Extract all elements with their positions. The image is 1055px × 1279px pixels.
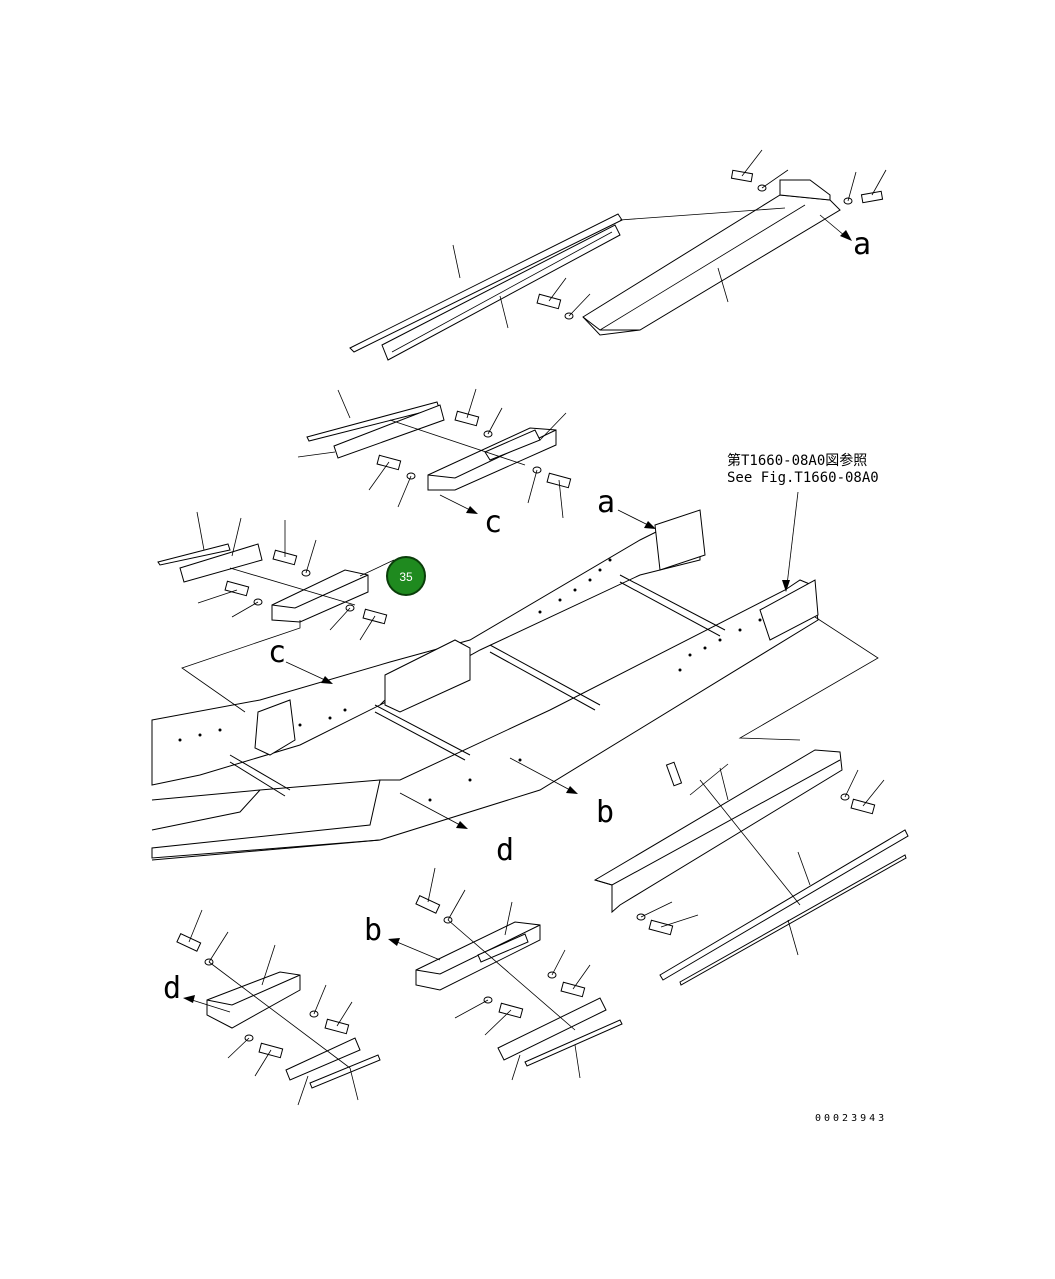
bolt-icon — [665, 761, 683, 787]
bolt-icon — [415, 895, 453, 924]
bolt-icon — [272, 549, 311, 577]
view-label-a-frame: a — [597, 485, 615, 520]
drawing-number: 00023943 — [815, 1113, 887, 1124]
bolt-icon — [730, 169, 767, 192]
view-label-c-frame: c — [268, 635, 286, 670]
view-label-d-frame: d — [496, 833, 514, 868]
bolt-icon — [536, 293, 574, 320]
bolt-icon — [483, 996, 524, 1019]
view-label-d-lower: d — [163, 971, 181, 1006]
view-label-c-top: c — [484, 505, 502, 540]
hotspot-35-assembly — [157, 511, 395, 641]
reference-line-2: See Fig.T1660-08A0 — [727, 470, 879, 486]
bolt-icon — [176, 933, 214, 966]
bolt-icon — [454, 410, 493, 438]
top-cover-assembly — [349, 149, 887, 361]
bolt-icon — [532, 466, 572, 489]
bolt-icon — [224, 580, 263, 606]
view-label-a-top: a — [853, 227, 871, 262]
view-label-b-lower: b — [364, 913, 382, 948]
bolt-icon — [376, 454, 416, 480]
view-label-b-frame: b — [596, 795, 614, 830]
view-c-assembly — [297, 388, 572, 519]
view-b-assembly — [388, 867, 623, 1081]
main-frame — [151, 491, 879, 861]
bolt-icon — [244, 1034, 284, 1059]
right-lower-assembly — [593, 749, 909, 986]
hotspot-number: 35 — [399, 570, 413, 584]
bolt-icon — [840, 793, 876, 815]
bolt-icon — [309, 1010, 350, 1035]
reference-line-1: 第T1660-08A0図参照 — [727, 452, 867, 469]
bolt-icon — [547, 971, 586, 998]
view-d-assembly — [176, 909, 381, 1106]
part-hotspot-35[interactable]: 35 — [386, 556, 426, 596]
bolt-icon — [345, 604, 388, 625]
bolt-icon — [636, 913, 674, 936]
rivet-holes — [178, 558, 762, 802]
